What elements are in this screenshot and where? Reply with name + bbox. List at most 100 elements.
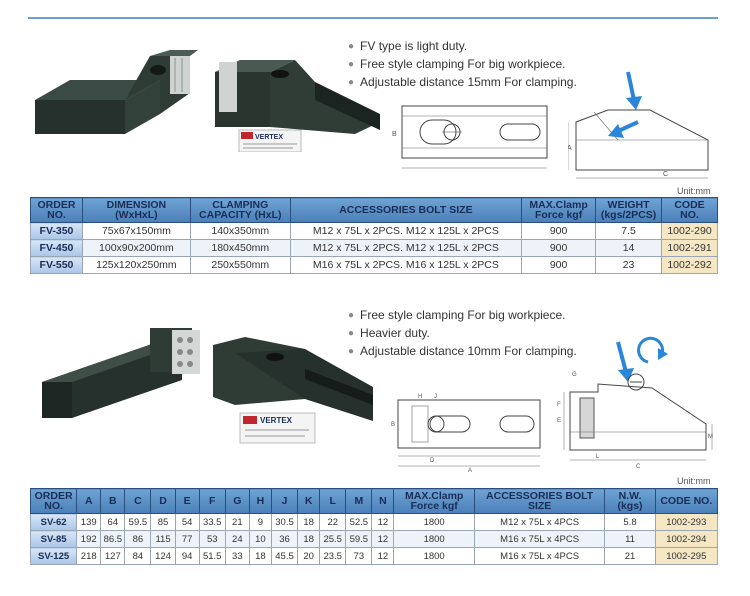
- fv-col-code: CODE NO.: [661, 197, 718, 223]
- sv-dim-label-l: L: [596, 454, 600, 460]
- sv-e: 94: [174, 547, 200, 565]
- fv-vise-photo-left: [35, 50, 198, 134]
- sv-col-l: L: [319, 488, 347, 514]
- sv-dim-label-h: H: [418, 394, 422, 400]
- sv-col-g: G: [224, 488, 250, 514]
- sv-vise-photo-left: [42, 328, 200, 418]
- fv-clamping: 140x350mm: [189, 222, 291, 240]
- sv-col-n: N: [371, 488, 395, 514]
- sv-col-h: H: [248, 488, 272, 514]
- sv-h: 10: [248, 530, 272, 548]
- top-divider: [28, 17, 718, 19]
- sv-m: 73: [345, 547, 373, 565]
- fv-feature-3: Adjustable distance 15mm For clamping.: [348, 74, 577, 92]
- sv-dim-label-m: M: [708, 434, 713, 440]
- sv-col-j: J: [270, 488, 299, 514]
- fv-dim-label-c: C: [663, 171, 668, 178]
- fv-force: 900: [521, 222, 597, 240]
- fv-feature-2: Free style clamping For big workpiece.: [348, 56, 577, 74]
- sv-brand-label: VERTEX: [260, 416, 293, 425]
- fv-unit-label: Unit:mm: [677, 186, 711, 196]
- fv-force: 900: [521, 256, 597, 274]
- sv-accessories: M16 x 75L x 4PCS: [473, 547, 606, 565]
- fv-dimension: 100x90x200mm: [81, 239, 191, 257]
- sv-dim-label-f: F: [557, 402, 561, 408]
- sv-a: 139: [76, 513, 102, 531]
- sv-g: 33: [224, 547, 250, 565]
- sv-accessories: M16 x 75L x 4PCS: [473, 530, 606, 548]
- sv-d: 124: [150, 547, 176, 565]
- sv-dim-label-b: B: [391, 422, 395, 428]
- sv-col-f: F: [198, 488, 226, 514]
- sv-dim-label-a: A: [468, 468, 472, 474]
- fv-features: FV type is light duty. Free style clampi…: [348, 38, 577, 92]
- fv-vise-photo-right: VERTEX: [215, 60, 380, 152]
- table-row: FV-550 125x120x250mm 250x550mm M16 x 75L…: [30, 256, 718, 274]
- fv-weight: 14: [595, 239, 663, 257]
- sv-col-a: A: [76, 488, 102, 514]
- sv-feature-3: Adjustable distance 10mm For clamping.: [348, 343, 577, 361]
- sv-vise-photo-right: VERTEX: [213, 337, 373, 444]
- sv-d: 115: [150, 530, 176, 548]
- sv-g: 21: [224, 513, 250, 531]
- sv-a: 192: [76, 530, 102, 548]
- sv-accessories: M12 x 75L x 4PCS: [473, 513, 606, 531]
- fv-side-view-drawing: A C: [568, 71, 709, 179]
- sv-col-e: E: [174, 488, 200, 514]
- sv-col-weight: N.W. (kgs): [604, 488, 656, 514]
- sv-m: 52.5: [345, 513, 373, 531]
- sv-e: 77: [174, 530, 200, 548]
- sv-l: 22: [319, 513, 347, 531]
- fv-dimension: 125x120x250mm: [81, 256, 191, 274]
- sv-b: 86.5: [100, 530, 126, 548]
- fv-clamping: 180x450mm: [189, 239, 291, 257]
- fv-accessories: M12 x 75L x 2PCS. M12 x 125L x 2PCS: [289, 222, 523, 240]
- fv-col-force: MAX.Clamp Force kgf: [521, 197, 597, 223]
- sv-dim-label-d: D: [430, 458, 435, 464]
- sv-dim-label-c: C: [636, 464, 641, 470]
- sv-n: 12: [371, 547, 395, 565]
- sv-e: 54: [174, 513, 200, 531]
- sv-m: 59.5: [345, 530, 373, 548]
- sv-col-b: B: [100, 488, 126, 514]
- sv-col-accessories: ACCESSORIES BOLT SIZE: [473, 488, 606, 514]
- sv-col-d: D: [150, 488, 176, 514]
- table-row: FV-450 100x90x200mm 180x450mm M12 x 75L …: [30, 239, 718, 257]
- sv-d: 85: [150, 513, 176, 531]
- sv-h: 9: [248, 513, 272, 531]
- sv-spec-table: ORDER NO. A B C D E F G H J K L M N MAX.…: [29, 488, 719, 565]
- fv-dimension: 75x67x150mm: [81, 222, 191, 240]
- sv-side-view-drawing: G F E L C M: [557, 336, 713, 470]
- fv-code: 1002-291: [661, 239, 718, 257]
- fv-top-view-drawing: B: [392, 105, 548, 169]
- fv-order: FV-550: [30, 256, 83, 274]
- sv-k: 18: [297, 530, 321, 548]
- fv-spec-table: ORDER NO. DIMENSION (WxHxL) CLAMPING CAP…: [30, 197, 718, 274]
- sv-col-m: M: [345, 488, 373, 514]
- sv-col-k: K: [297, 488, 321, 514]
- sv-features: Free style clamping For big workpiece. H…: [348, 307, 577, 361]
- fv-accessories: M12 x 75L x 2PCS. M12 x 125L x 2PCS: [289, 239, 523, 257]
- sv-col-c: C: [124, 488, 152, 514]
- sv-col-code: CODE NO.: [654, 488, 719, 514]
- sv-code: 1002-294: [654, 530, 719, 548]
- fv-code: 1002-292: [661, 256, 718, 274]
- fv-feature-1: FV type is light duty.: [348, 38, 577, 56]
- fv-order: FV-450: [30, 239, 83, 257]
- fv-col-accessories: ACCESSORIES BOLT SIZE: [289, 197, 523, 223]
- sv-k: 20: [297, 547, 321, 565]
- sv-col-order: ORDER NO.: [29, 488, 78, 514]
- sv-j: 36: [270, 530, 299, 548]
- sv-weight: 11: [604, 530, 656, 548]
- sv-force: 1800: [393, 547, 475, 565]
- sv-force: 1800: [393, 513, 475, 531]
- sv-n: 12: [371, 530, 395, 548]
- sv-force: 1800: [393, 530, 475, 548]
- sv-dim-label-g: G: [572, 372, 577, 378]
- sv-order: SV-85: [29, 530, 78, 548]
- sv-b: 64: [100, 513, 126, 531]
- sv-col-force: MAX.Clamp Force kgf: [393, 488, 475, 514]
- sv-h: 18: [248, 547, 272, 565]
